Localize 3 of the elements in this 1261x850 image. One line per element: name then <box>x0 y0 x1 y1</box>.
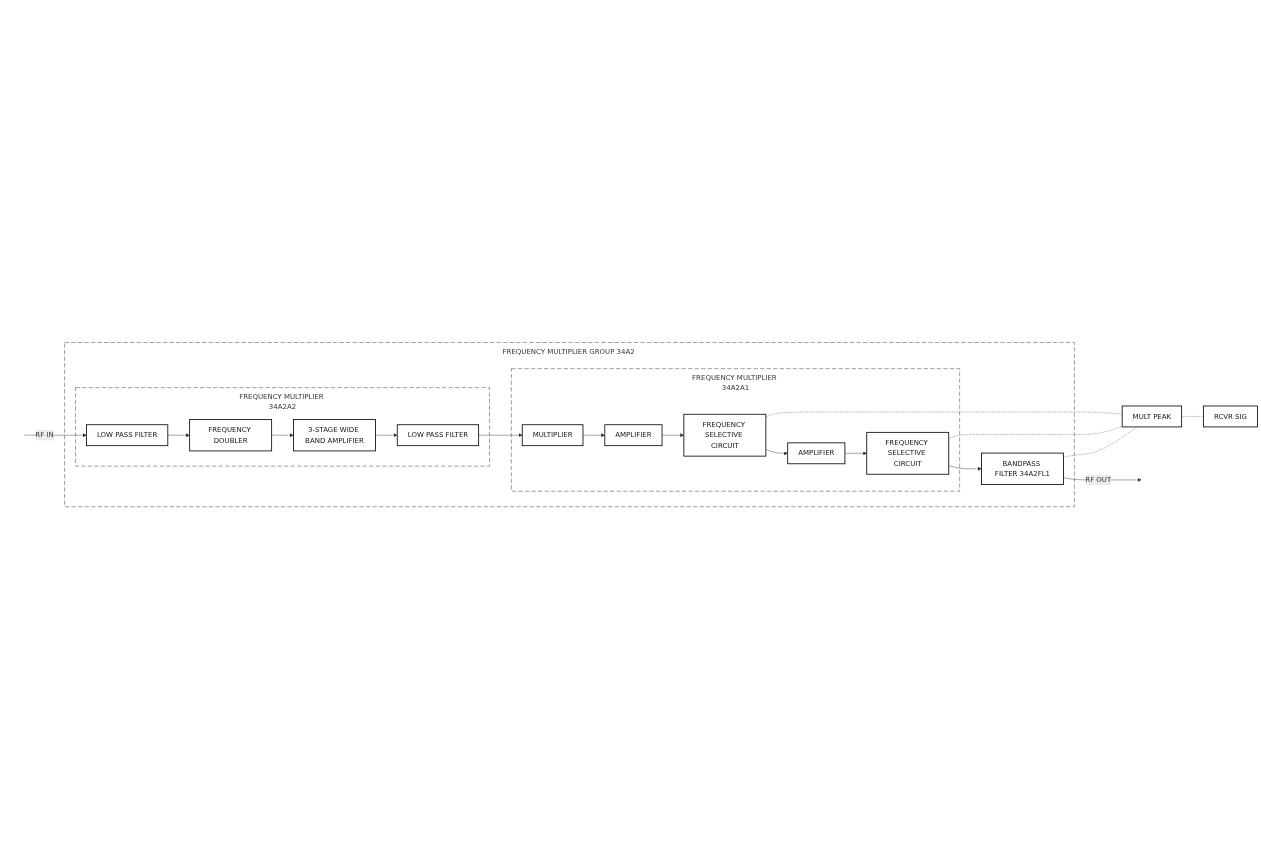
connector <box>948 426 1123 440</box>
connector <box>1181 416 1204 418</box>
connector <box>1063 427 1138 458</box>
